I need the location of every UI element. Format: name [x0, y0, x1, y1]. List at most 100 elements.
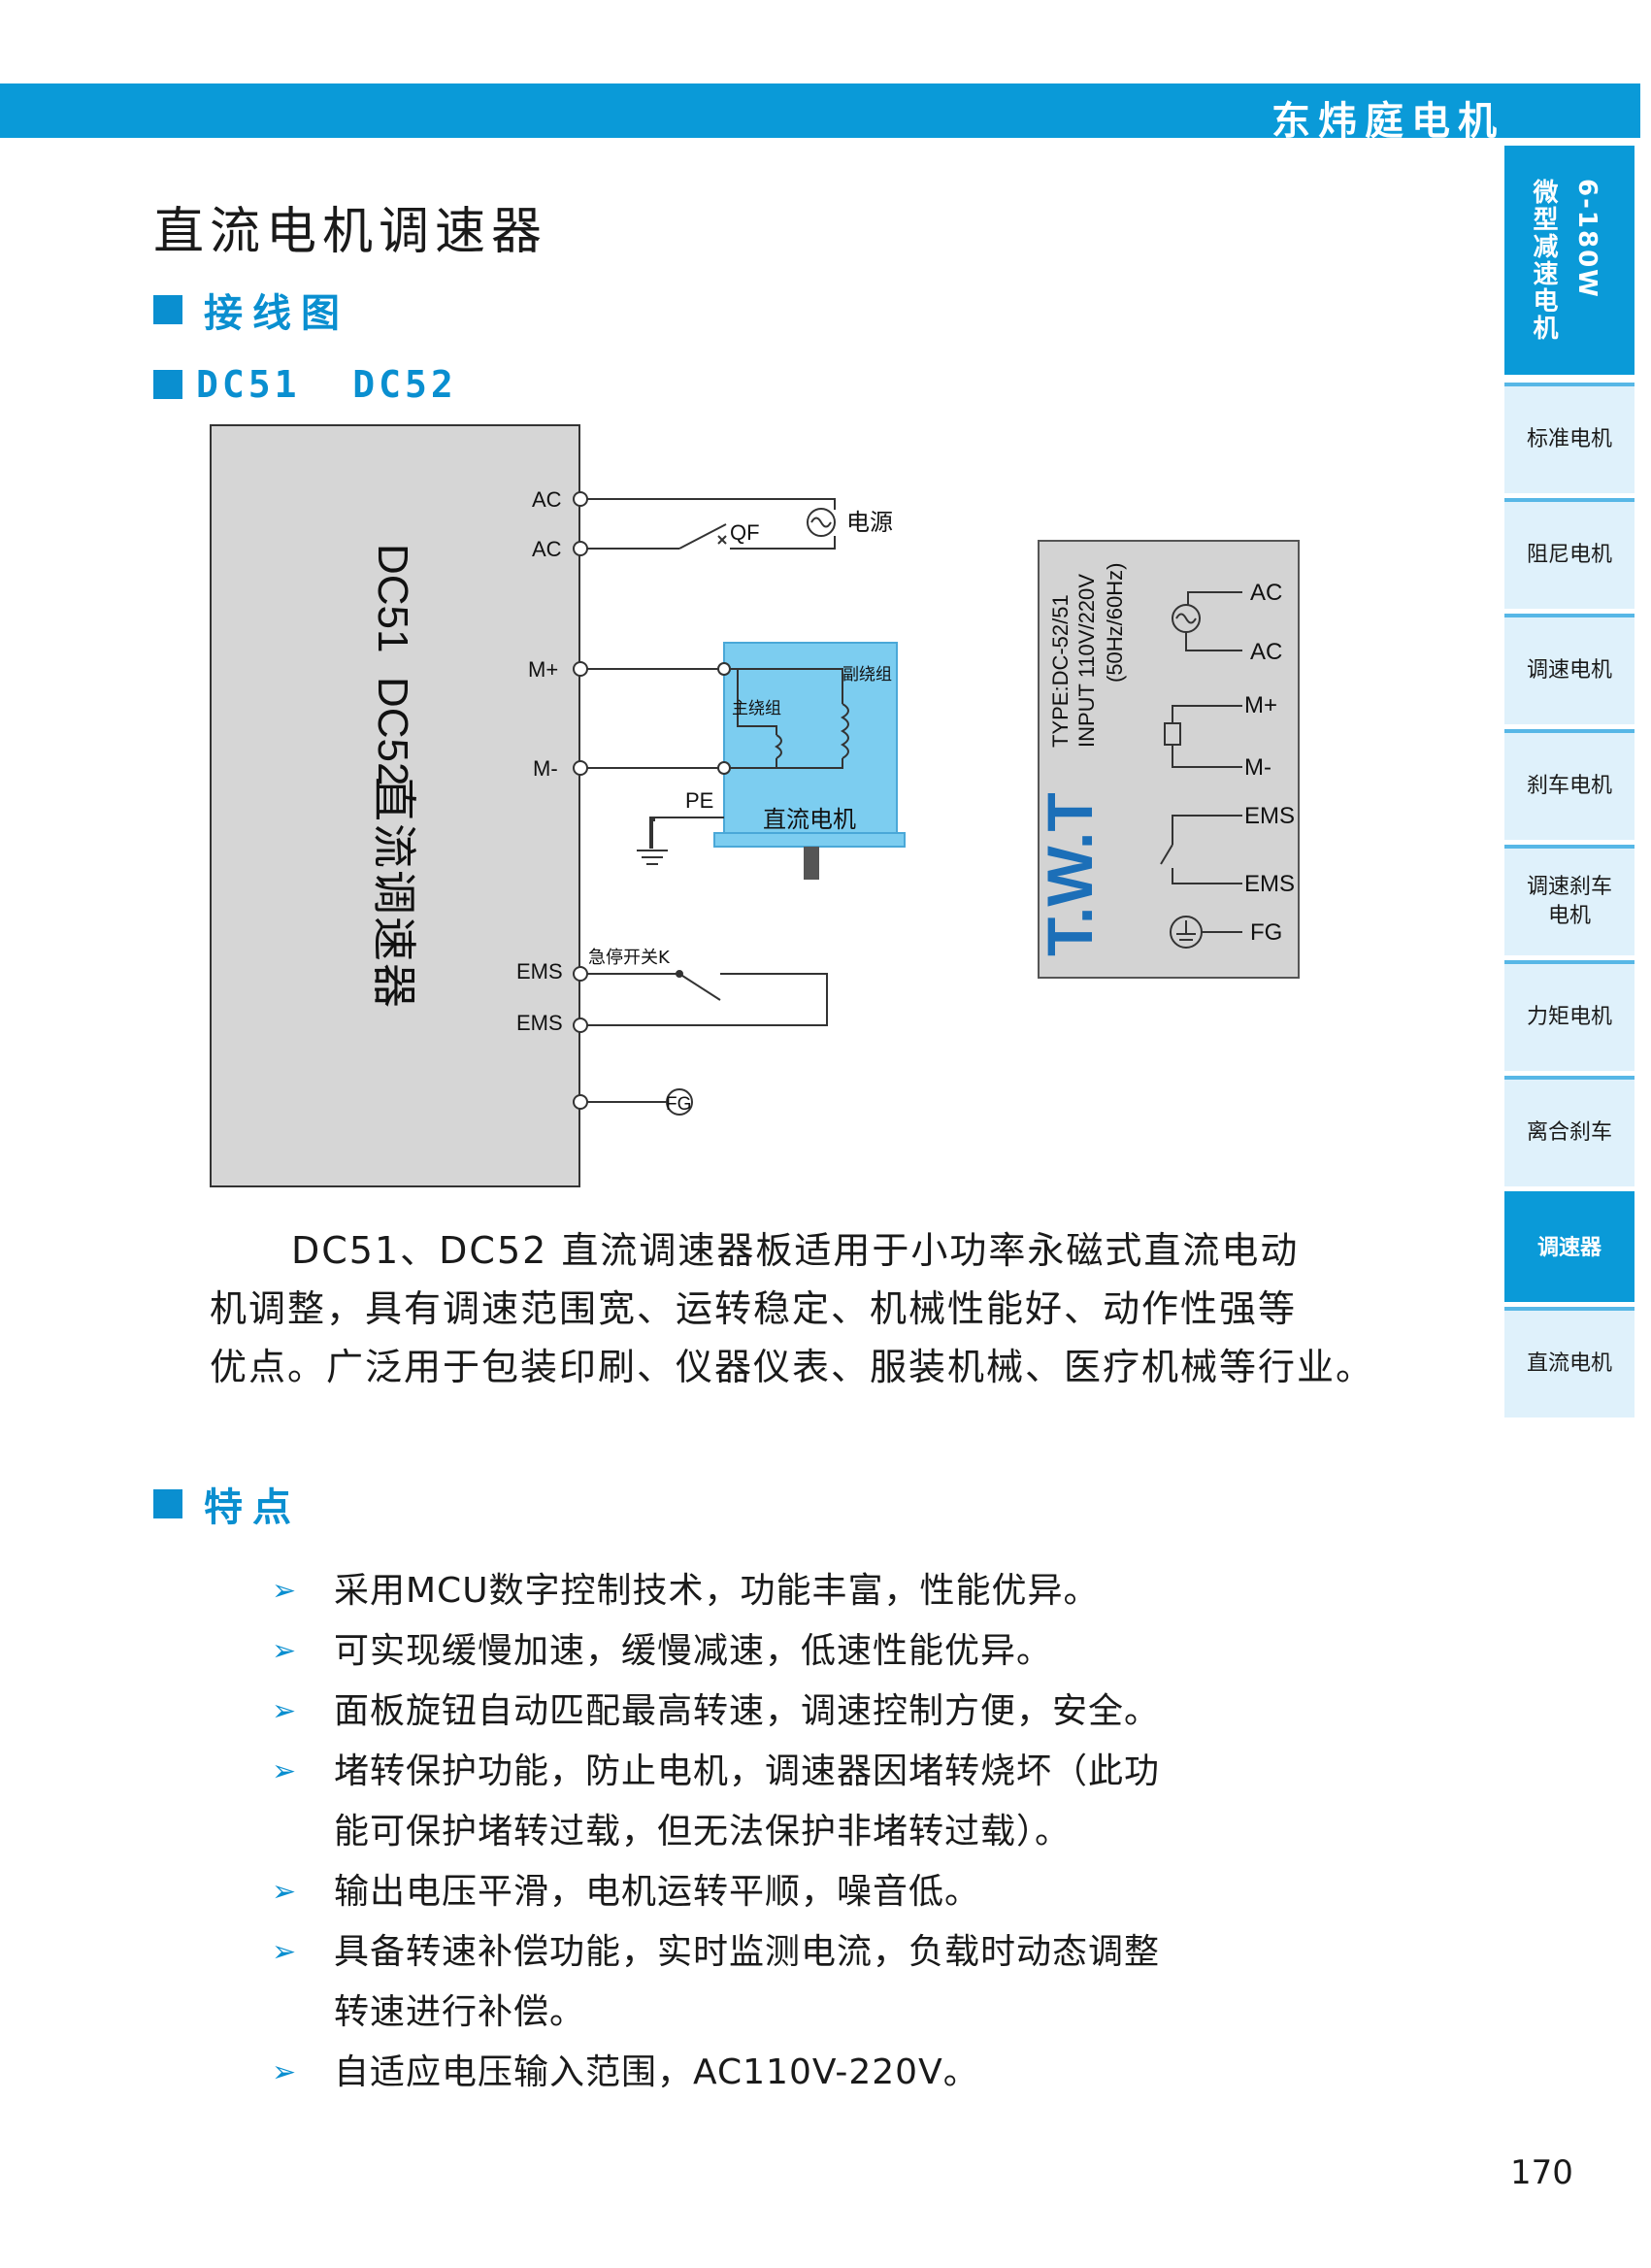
sidebar-item-8[interactable]: 调速器	[1504, 1191, 1634, 1302]
sidebar-item-label: 调速电机	[1526, 658, 1612, 683]
arrow-bullet-icon: ➢	[272, 1634, 298, 1668]
controller-box	[210, 424, 580, 1187]
feature-item: ➢ 自适应电压输入范围，AC110V-220V。	[272, 2043, 1291, 2103]
sidebar-item-3[interactable]: 调速电机	[1504, 614, 1634, 724]
motor-flange	[713, 832, 906, 848]
feature-item: ➢ 采用MCU数字控制技术，功能丰富，性能优异。	[272, 1561, 1291, 1621]
square-bullet-icon	[153, 370, 182, 399]
wire-ac1	[587, 498, 836, 510]
controller-label-latin: DC51 DC52	[369, 544, 416, 785]
sidebar-item-7[interactable]: 离合刹车	[1504, 1076, 1634, 1186]
nameplate-freq: (50Hz/60Hz)	[1103, 563, 1127, 683]
square-bullet-icon	[153, 1489, 182, 1518]
terminal-ac1-label: AC	[532, 487, 562, 512]
nameplate-mminus: M-	[1244, 754, 1271, 781]
sidebar-item-2[interactable]: 阻尼电机	[1504, 498, 1634, 609]
power-source-icon	[807, 508, 836, 537]
feature-list: ➢ 采用MCU数字控制技术，功能丰富，性能优异。 ➢ 可实现缓慢加速，缓慢减速，低速性…	[272, 1561, 1291, 2103]
section-features-title: 特点	[204, 1485, 301, 1530]
feature-line: 输出电压平滑，电机运转平顺，噪音低。	[334, 1872, 981, 1912]
sidebar-item-label: 离合刹车	[1526, 1120, 1612, 1145]
feature-line: 具备转速补偿功能，实时监测电流，负载时动态调整	[334, 1932, 1161, 1972]
qf-switch-blade	[678, 523, 727, 550]
intro-line: DC51、DC52 直流调速器板适用于小功率永磁式直流电动	[291, 1229, 1300, 1272]
terminal-ems2	[573, 1017, 588, 1033]
terminal-fg	[573, 1094, 588, 1110]
nameplate-ac1: AC	[1250, 580, 1282, 606]
sidebar-item-label: 标准电机	[1526, 427, 1612, 451]
sidebar-item-9[interactable]: 直流电机	[1504, 1307, 1634, 1418]
header-bar: 东炜庭电机	[0, 83, 1640, 144]
terminal-ac2-label: AC	[532, 537, 562, 561]
sidebar-item-label: 调速器	[1536, 1236, 1601, 1260]
feature-line: 转速进行补偿。	[334, 1992, 586, 2032]
motor-body	[723, 642, 898, 834]
ground-symbol-icon	[637, 817, 714, 865]
controller-label-cn: 直流调速器	[368, 777, 420, 1010]
feature-line: 能可保护堵转过载，但无法保护非堵转过载）。	[334, 1812, 1072, 1851]
power-label: 电源	[846, 509, 893, 536]
nameplate-type: TYPE:DC-52/51	[1048, 594, 1073, 748]
intro-line: 优点。广泛用于包装印刷、仪器仪表、服装机械、医疗机械等行业。	[210, 1346, 1375, 1388]
nameplate-brand: T.W.T	[1034, 792, 1106, 956]
arrow-bullet-icon: ➢	[272, 1754, 298, 1788]
sidebar-item-1[interactable]: 标准电机	[1504, 383, 1634, 493]
arrow-bullet-icon: ➢	[272, 1935, 298, 1969]
terminal-mplus	[573, 661, 588, 677]
brand-name: 东炜庭电机	[1271, 99, 1504, 144]
nameplate-mplus: M+	[1244, 692, 1277, 718]
sidebar-item-label: 力矩电机	[1526, 1005, 1612, 1029]
feature-line: 可实现缓慢加速，缓慢减速，低速性能优异。	[334, 1631, 1053, 1671]
motor-shaft	[804, 847, 819, 880]
sidebar-item-label: 阻尼电机	[1526, 543, 1612, 567]
wiring-diagram: DC51 DC52 直流调速器 AC AC M+ M- EMS EMS QF 电…	[210, 424, 1300, 1187]
main-winding-label: 主绕组	[732, 699, 781, 718]
intro-line: 机调整，具有调速范围宽、运转稳定、机械性能好、动作性强等	[210, 1287, 1298, 1330]
terminal-ac2	[573, 541, 588, 556]
arrow-bullet-icon: ➢	[272, 1574, 298, 1608]
intro-paragraph: DC51、DC52 直流调速器板适用于小功率永磁式直流电动 机调整，具有调速范围…	[210, 1221, 1374, 1396]
terminal-ems1	[573, 966, 588, 982]
section-wiring-title: 接线图	[204, 291, 349, 336]
nameplate	[1038, 540, 1300, 979]
sidebar-category-tab[interactable]: 微型减速电机 6-180W	[1504, 146, 1634, 375]
feature-line: 堵转保护功能，防止电机，调速器因堵转烧坏（此功	[334, 1751, 1161, 1791]
feature-item: ➢ 具备转速补偿功能，实时监测电流，负载时动态调整转速进行补偿。	[272, 1922, 1291, 2043]
arrow-bullet-icon: ➢	[272, 1875, 298, 1909]
feature-item: ➢ 输出电压平滑，电机运转平顺，噪音低。	[272, 1862, 1291, 1922]
estop-switch-blade	[678, 973, 721, 1001]
estop-label: 急停开关K	[588, 948, 671, 968]
wire-ems-loop	[587, 973, 828, 1026]
feature-item: ➢ 堵转保护功能，防止电机，调速器因堵转烧坏（此功能可保护堵转过载，但无法保护非堵…	[272, 1742, 1291, 1862]
feature-line: 面板旋钮自动匹配最高转速，调速控制方便，安全。	[334, 1691, 1161, 1731]
sidebar-category-label: 微型减速电机	[1529, 179, 1558, 342]
page-title: 直流电机调速器	[153, 203, 548, 261]
feature-line: 采用MCU数字控制技术，功能丰富，性能优异。	[334, 1571, 1100, 1611]
section-model: DC51 DC52	[153, 363, 457, 406]
feature-line: 自适应电压输入范围，AC110V-220V。	[334, 2052, 979, 2092]
sidebar-item-5[interactable]: 调速刹车电机	[1504, 845, 1634, 955]
nameplate-ems2: EMS	[1244, 871, 1295, 897]
motor-name-label: 直流电机	[763, 806, 856, 833]
wire-ac2b	[730, 536, 836, 550]
terminal-mplus-label: M+	[528, 657, 558, 682]
sidebar-item-label: 刹车电机	[1526, 774, 1612, 798]
fg-terminal-icon	[666, 1088, 693, 1116]
secondary-winding-label: 副绕组	[842, 665, 892, 684]
secondary-winding-icon	[841, 703, 849, 759]
sidebar-category-power: 6-180W	[1572, 179, 1601, 299]
arrow-bullet-icon: ➢	[272, 1694, 298, 1728]
nameplate-ac2: AC	[1250, 639, 1282, 665]
terminal-mminus	[573, 760, 588, 776]
terminal-ems2-label: EMS	[516, 1011, 563, 1035]
section-model-title: DC51 DC52	[196, 363, 457, 406]
sidebar-item-4[interactable]: 刹车电机	[1504, 729, 1634, 840]
section-features: 特点	[153, 1476, 301, 1532]
pe-label: PE	[685, 788, 713, 813]
sidebar-item-label: 调速刹车电机	[1526, 875, 1612, 928]
nameplate-switch-icon	[1160, 844, 1173, 865]
arrow-bullet-icon: ➢	[272, 2055, 298, 2089]
feature-item: ➢ 可实现缓慢加速，缓慢减速，低速性能优异。	[272, 1621, 1291, 1682]
sidebar-item-6[interactable]: 力矩电机	[1504, 960, 1634, 1071]
square-bullet-icon	[153, 295, 182, 324]
